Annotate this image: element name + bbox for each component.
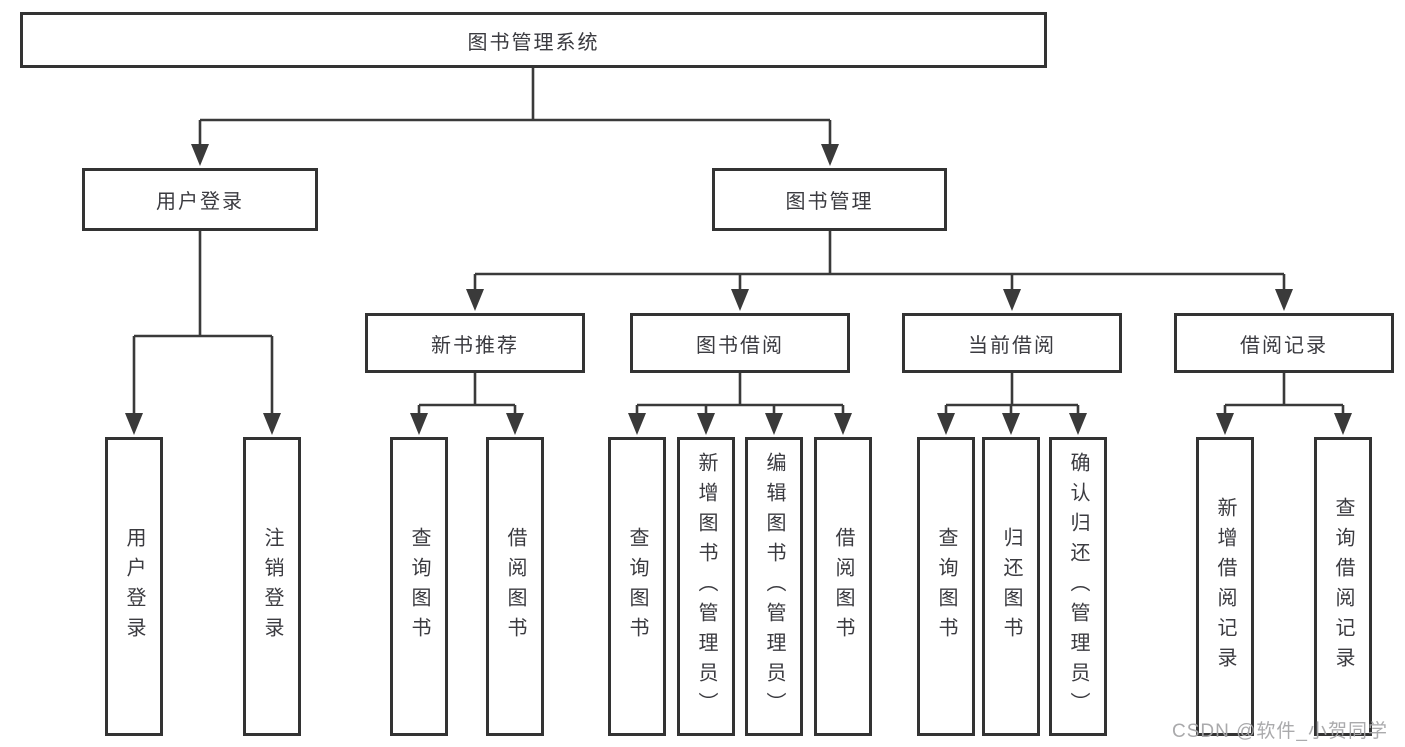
leaf-label: 查询图书 (935, 526, 957, 647)
node-label: 新书推荐 (431, 334, 519, 357)
leaf-borrowing-add-book-admin: 新增图书（管理员） (677, 437, 735, 736)
leaf-newbooks-borrow-book: 借阅图书 (486, 437, 544, 736)
leaf-label: 借阅图书 (832, 526, 854, 647)
leaf-label: 查询借阅记录 (1332, 496, 1354, 677)
node-label: 当前借阅 (968, 334, 1056, 357)
node-borrow-records: 借阅记录 (1174, 313, 1394, 373)
connector-bookmgmt-to-level3 (473, 231, 1286, 297)
leaf-label: 查询图书 (626, 526, 648, 647)
leaf-label: 归还图书 (1000, 526, 1022, 647)
node-new-book-recommend: 新书推荐 (365, 313, 585, 373)
leaf-borrowing-borrow-book: 借阅图书 (814, 437, 872, 736)
leaf-label: 用户登录 (123, 526, 145, 647)
leaf-label: 借阅图书 (504, 526, 526, 647)
leaf-label: 查询图书 (408, 526, 430, 647)
leaf-current-confirm-return-admin: 确认归还（管理员） (1049, 437, 1107, 736)
connector-root-to-level2 (198, 68, 832, 152)
node-label: 用户登录 (156, 191, 244, 213)
leaf-logout: 注销登录 (243, 437, 301, 736)
leaf-label: 注销登录 (261, 526, 283, 647)
node-current-borrowing: 当前借阅 (902, 313, 1122, 373)
connector-userlogin-to-leaves (132, 231, 274, 421)
leaf-records-add-record: 新增借阅记录 (1196, 437, 1254, 736)
node-label: 图书借阅 (696, 334, 784, 357)
leaf-label: 新增图书（管理员） (695, 451, 717, 722)
leaf-borrowing-edit-book-admin: 编辑图书（管理员） (745, 437, 803, 736)
node-book-management: 图书管理 (712, 168, 947, 231)
node-label: 图书管理 (785, 191, 874, 213)
leaf-label: 编辑图书（管理员） (763, 451, 785, 722)
arrowhead-icons (125, 144, 1352, 435)
leaf-records-query-record: 查询借阅记录 (1314, 437, 1372, 736)
leaf-label: 新增借阅记录 (1214, 496, 1236, 677)
leaf-current-return-book: 归还图书 (982, 437, 1040, 736)
leaf-label: 确认归还（管理员） (1067, 451, 1089, 722)
node-label: 图书管理系统 (467, 31, 600, 54)
leaf-current-query-book: 查询图书 (917, 437, 975, 736)
leaf-user-login: 用户登录 (105, 437, 163, 736)
node-user-login: 用户登录 (82, 168, 318, 231)
csdn-watermark: CSDN @软件_小贺同学 (1172, 721, 1388, 742)
node-label: 借阅记录 (1240, 334, 1328, 357)
leaf-borrowing-query-book: 查询图书 (608, 437, 666, 736)
connector-bookborrow-to-leaves (635, 373, 845, 421)
connector-records-to-leaves (1223, 373, 1345, 421)
connector-newbooks-to-leaves (417, 373, 517, 421)
leaf-newbooks-query-book: 查询图书 (390, 437, 448, 736)
node-book-borrowing: 图书借阅 (630, 313, 850, 373)
node-library-system: 图书管理系统 (20, 12, 1047, 68)
